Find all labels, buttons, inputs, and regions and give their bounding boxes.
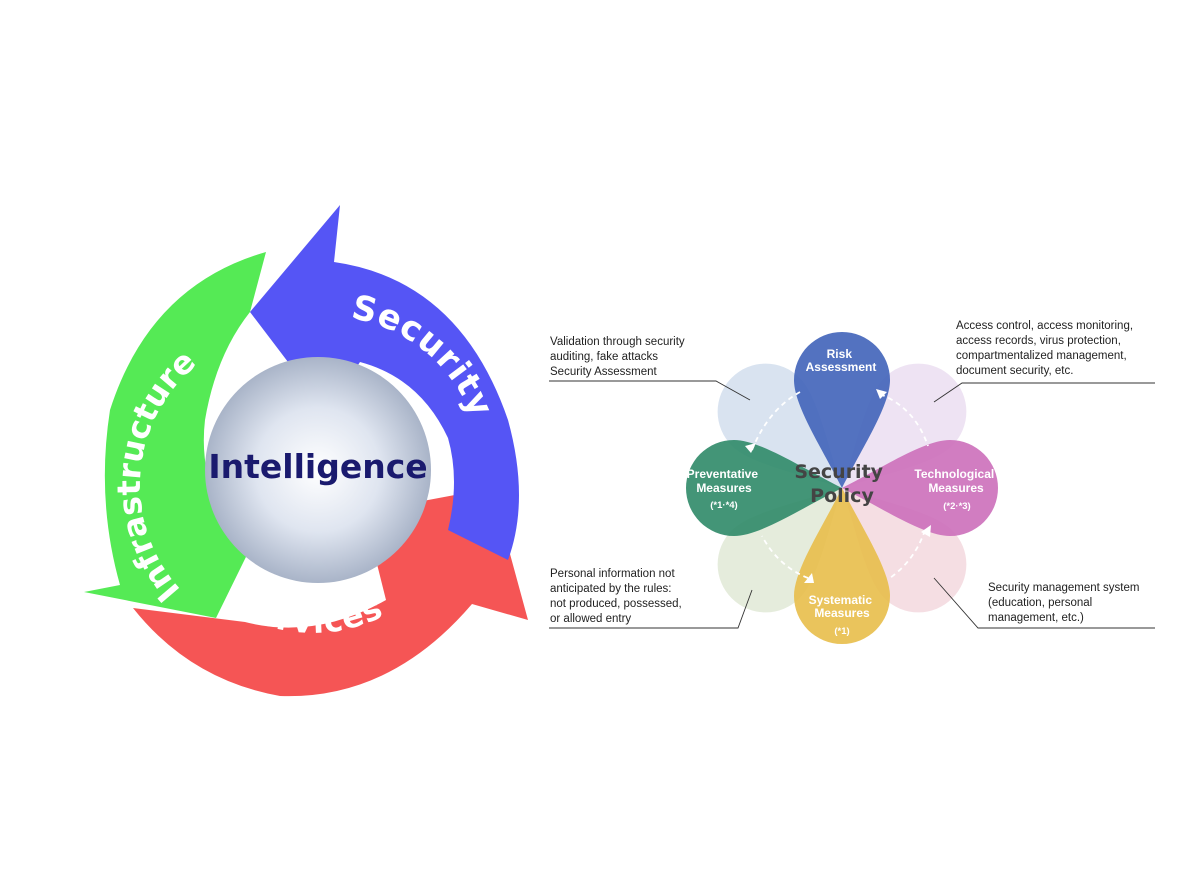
note-top-left: Validation through security auditing, fa…: [550, 336, 688, 378]
svg-text:(*1·*4): (*1·*4): [710, 500, 737, 511]
svg-text:(*1): (*1): [834, 626, 849, 637]
petal-risk: [794, 332, 890, 488]
services-arrow: [133, 488, 528, 697]
systematic-code: (*1): [834, 626, 849, 637]
security-policy-diagram: Risk Assessment Technological Measures (…: [549, 320, 1155, 644]
preventative-label-1: Preventative: [687, 467, 759, 481]
preventative-code: (*1·*4): [710, 500, 737, 511]
systematic-label-1: Systematic: [809, 593, 873, 607]
note-top-right: Access control, access monitoring, acces…: [956, 320, 1136, 377]
svg-text:Risk Assessment: Risk Assessment: [806, 347, 877, 374]
policy-center-line1: Security: [794, 461, 883, 483]
leader-lines: [549, 380, 1155, 629]
cycle-arrowheads: [745, 389, 931, 583]
technological-code: (*2·*3): [943, 501, 970, 512]
technological-label-1: Technological: [914, 467, 994, 481]
risk-label-2: Assessment: [806, 360, 877, 374]
petal-systematic: [794, 488, 890, 644]
systematic-label-2: Measures: [814, 606, 870, 620]
center-label: Intelligence: [208, 447, 427, 486]
preventative-label-2: Measures: [696, 481, 752, 495]
svg-text:Preventative Measures: Preventative Measures: [687, 467, 762, 495]
petal-preventative: [686, 440, 842, 536]
cycle-diagram: Intelligence Security Services Infrastru…: [84, 205, 528, 697]
risk-label-1: Risk: [827, 347, 853, 361]
policy-center-line2: Policy: [810, 485, 874, 507]
svg-text:Technological Measures: Technological Measures: [914, 467, 997, 495]
svg-text:Systematic Measures: Systematic Measures: [809, 593, 876, 620]
cycle-dashes: [751, 391, 929, 579]
technological-label-2: Measures: [928, 481, 984, 495]
center-sphere: [205, 357, 431, 583]
petal-technological: [842, 440, 998, 536]
note-bottom-right: Security management system (education, p…: [988, 582, 1143, 624]
security-arrow: [250, 205, 519, 560]
note-bottom-left: Personal information not anticipated by …: [550, 568, 685, 625]
svg-text:(*2·*3): (*2·*3): [943, 501, 970, 512]
svg-text:Security Policy: Security Policy: [794, 461, 889, 507]
